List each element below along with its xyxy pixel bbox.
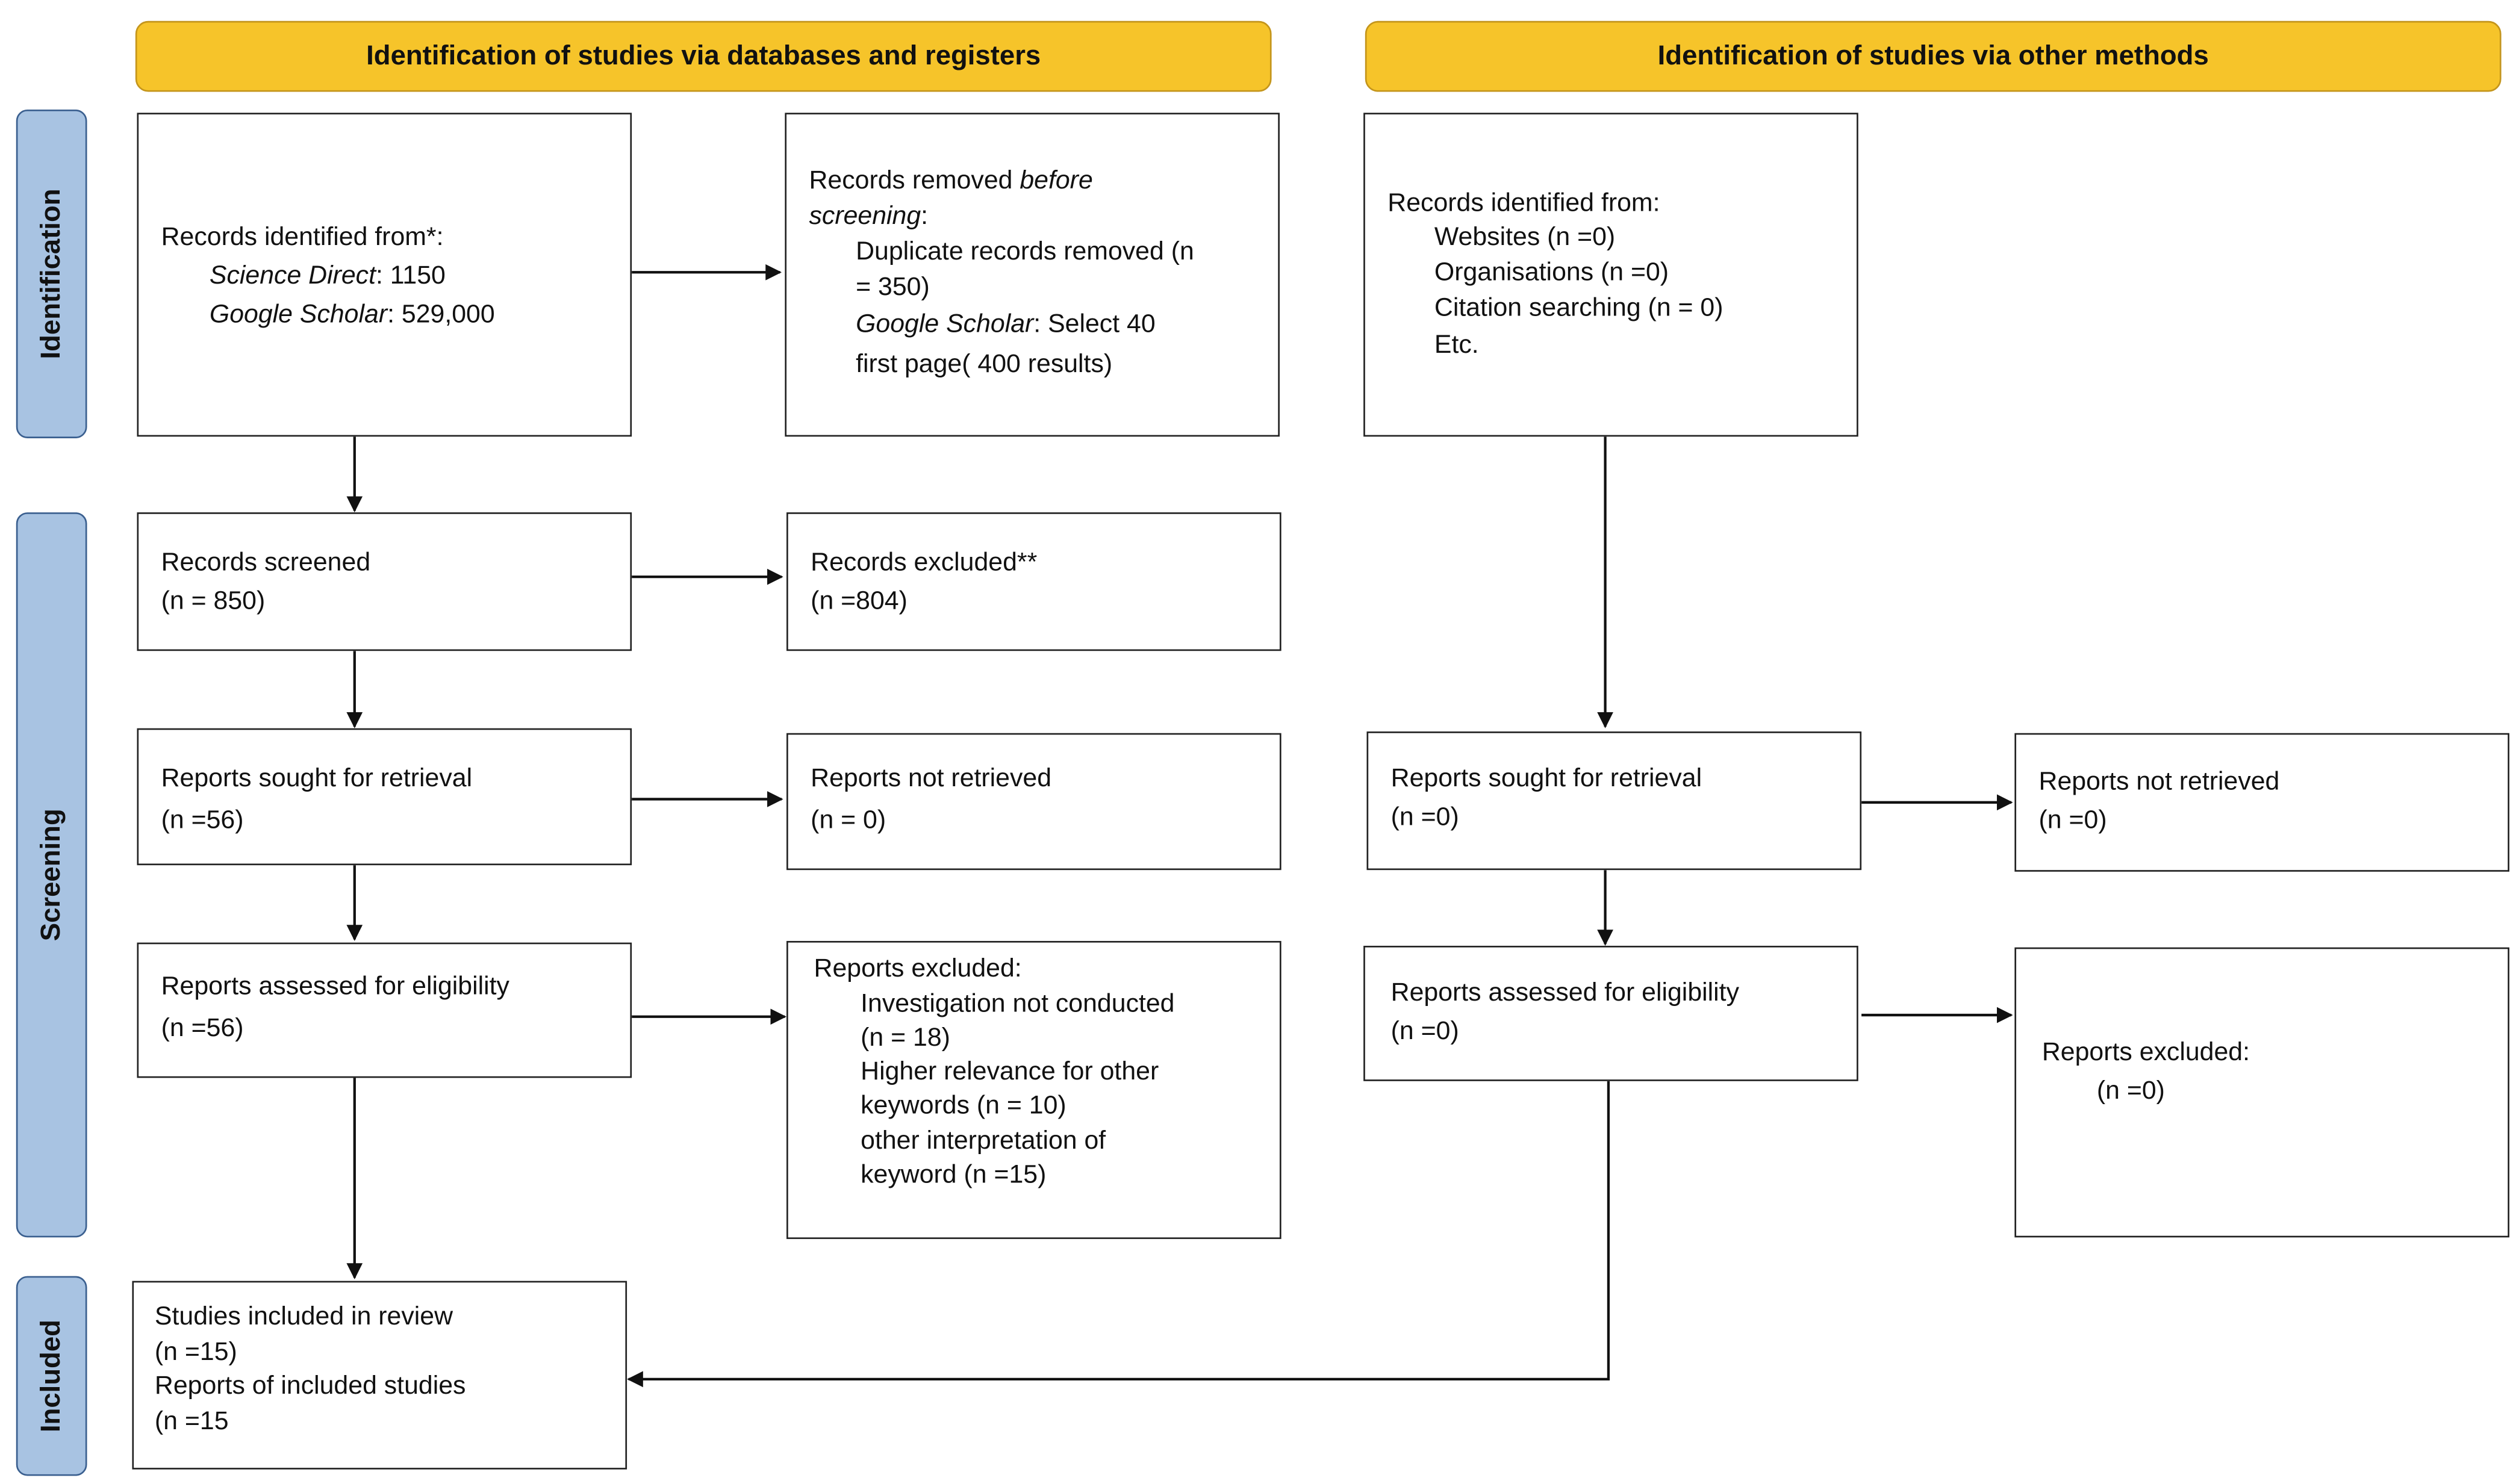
- other-identified-line3: Organisations (n =0): [1434, 259, 1669, 287]
- records-excluded-line1: Records excluded**: [811, 549, 1038, 577]
- other-sought-line1: Reports sought for retrieval: [1390, 765, 1702, 793]
- reports-excluded-line1: Reports excluded:: [814, 955, 1022, 983]
- phase-identification-label: Identification: [35, 188, 66, 359]
- other-records-identified-box: Records identified from: Websites (n =0)…: [1363, 113, 1858, 437]
- other-not-retrieved-line2: (n =0): [2038, 807, 2107, 835]
- records-removed-line2: screening:: [809, 200, 929, 235]
- reports-sought-box: Reports sought for retrieval (n =56): [137, 728, 632, 866]
- reports-assessed-line2: (n =56): [161, 1015, 244, 1043]
- records-removed-line1: Records removed before: [809, 164, 1093, 200]
- removed-google-scholar-value: : Select 40: [1033, 311, 1156, 339]
- records-removed-screening: screening: [809, 203, 921, 231]
- records-identified-box: Records identified from*: Science Direct…: [137, 113, 632, 437]
- records-identified-line3: Google Scholar: 529,000: [210, 298, 495, 334]
- records-removed-text: Records removed: [809, 167, 1020, 195]
- records-screened-line1: Records screened: [161, 549, 371, 577]
- records-removed-line6: first page( 400 results): [856, 351, 1113, 379]
- other-reports-sought-box: Reports sought for retrieval (n =0): [1366, 731, 1862, 871]
- studies-included-line2: (n =15): [154, 1339, 237, 1367]
- reports-not-retrieved-box: Reports not retrieved (n = 0): [786, 733, 1281, 871]
- header-other-methods: Identification of studies via other meth…: [1365, 20, 2502, 92]
- phase-included-label: Included: [35, 1320, 66, 1433]
- other-assessed-line1: Reports assessed for eligibility: [1390, 980, 1739, 1007]
- header-databases-label: Identification of studies via databases …: [366, 40, 1041, 71]
- other-reports-excluded-box: Reports excluded: (n =0): [2014, 947, 2509, 1238]
- other-sought-line2: (n =0): [1390, 804, 1459, 831]
- reports-sought-line1: Reports sought for retrieval: [161, 765, 473, 793]
- reports-excluded-line5: keywords (n = 10): [861, 1092, 1066, 1120]
- google-scholar-label: Google Scholar: [209, 301, 388, 329]
- reports-excluded-line4: Higher relevance for other: [861, 1058, 1159, 1086]
- other-identified-line5: Etc.: [1434, 332, 1479, 359]
- records-identified-line1: Records identified from*:: [161, 224, 444, 252]
- other-identified-line4: Citation searching (n = 0): [1434, 294, 1723, 323]
- google-scholar-value: : 529,000: [387, 301, 495, 329]
- studies-included-line3: Reports of included studies: [154, 1373, 466, 1400]
- studies-included-line1: Studies included in review: [154, 1303, 453, 1331]
- reports-excluded-line7: keyword (n =15): [861, 1161, 1047, 1190]
- other-excluded-line1: Reports excluded:: [2041, 1039, 2250, 1067]
- other-not-retrieved-line1: Reports not retrieved: [2038, 768, 2280, 796]
- removed-google-scholar-label: Google Scholar: [856, 311, 1034, 339]
- other-excluded-line2: (n =0): [2096, 1078, 2165, 1105]
- records-removed-before: before: [1020, 167, 1093, 195]
- header-other-label: Identification of studies via other meth…: [1657, 40, 2209, 71]
- reports-excluded-box: Reports excluded: Investigation not cond…: [786, 940, 1281, 1240]
- records-removed-line3: Duplicate records removed (n: [856, 238, 1194, 266]
- studies-included-line4: (n =15: [154, 1408, 229, 1436]
- records-excluded-line2: (n =804): [811, 588, 908, 616]
- studies-included-box: Studies included in review (n =15) Repor…: [132, 1281, 627, 1470]
- phase-included: Included: [16, 1276, 87, 1476]
- records-removed-colon: :: [921, 203, 929, 231]
- records-removed-line5: Google Scholar: Select 40: [856, 308, 1156, 343]
- reports-not-retrieved-line2: (n = 0): [811, 807, 886, 835]
- records-removed-box: Records removed before screening: Duplic…: [785, 113, 1280, 437]
- records-screened-box: Records screened (n = 850): [137, 512, 632, 651]
- science-direct-value: : 1150: [375, 262, 446, 290]
- science-direct-label: Science Direct: [209, 262, 376, 290]
- phase-identification: Identification: [16, 109, 87, 438]
- records-removed-line4: = 350): [856, 273, 930, 302]
- other-reports-not-retrieved-box: Reports not retrieved (n =0): [2014, 733, 2509, 872]
- reports-excluded-line3: (n = 18): [861, 1025, 950, 1052]
- records-screened-line2: (n = 850): [161, 588, 266, 616]
- header-databases: Identification of studies via databases …: [135, 20, 1272, 92]
- reports-excluded-line2: Investigation not conducted: [861, 990, 1175, 1019]
- reports-assessed-box: Reports assessed for eligibility (n =56): [137, 942, 632, 1078]
- phase-screening-label: Screening: [35, 809, 66, 942]
- reports-excluded-line6: other interpretation of: [861, 1128, 1106, 1155]
- arrow-other-assessed-to-included: [627, 1081, 1610, 1388]
- records-identified-line2: Science Direct: 1150: [210, 259, 446, 295]
- other-reports-assessed-box: Reports assessed for eligibility (n =0): [1363, 945, 1858, 1081]
- records-excluded-box: Records excluded** (n =804): [786, 512, 1281, 651]
- other-identified-line1: Records identified from:: [1387, 190, 1660, 218]
- other-identified-line2: Websites (n =0): [1434, 224, 1616, 252]
- reports-sought-line2: (n =56): [161, 807, 244, 835]
- reports-assessed-line1: Reports assessed for eligibility: [161, 973, 509, 1001]
- phase-screening: Screening: [16, 512, 87, 1238]
- reports-not-retrieved-line1: Reports not retrieved: [811, 765, 1052, 793]
- other-assessed-line2: (n =0): [1390, 1018, 1459, 1046]
